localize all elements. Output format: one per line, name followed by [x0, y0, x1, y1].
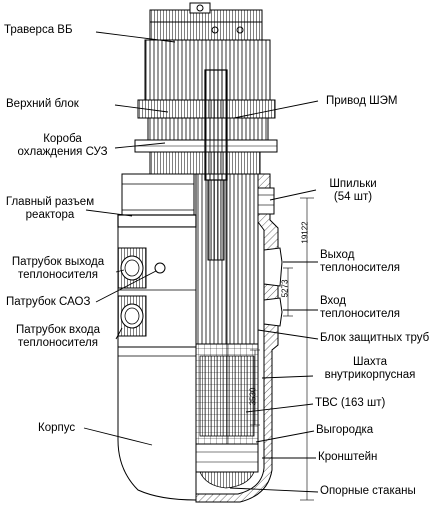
label-outlet-nozzle: Патрубок выхода теплоносителя: [2, 256, 114, 282]
label-outlet-nozzle-line1: Патрубок выхода: [11, 256, 105, 268]
label-main-joint: Главный разъем реактора: [2, 196, 98, 222]
label-inlet-nozzle: Патрубок входа теплоносителя: [2, 324, 114, 350]
label-studs-line2: (54 шт): [333, 191, 373, 203]
vessel-section: [195, 173, 283, 503]
dimension-lines: [250, 197, 314, 501]
vessel-external: [117, 173, 197, 501]
label-shaft: Шахта внутрикорпусная: [310, 356, 430, 382]
label-main-joint-line2: реактора: [25, 209, 75, 221]
label-bracket: Кронштейн: [318, 451, 378, 463]
dimension-19122: 19122: [300, 221, 310, 244]
label-outlet-line1: Выход: [320, 249, 355, 261]
label-upper-block: Верхний блок: [6, 98, 79, 110]
label-vessel: Корпус: [38, 422, 76, 434]
label-fuel: ТВС (163 шт): [315, 397, 386, 409]
label-inlet-line1: Вход: [320, 295, 347, 307]
traverse: [149, 2, 263, 41]
label-inlet-nozzle-line1: Патрубок входа: [15, 324, 100, 336]
label-studs-line1: Шпильки: [329, 178, 377, 190]
label-outlet-line2: теплоносителя: [320, 262, 401, 274]
label-outlet-nozzle-line2: теплоносителя: [17, 269, 98, 281]
dimension-3530: 3530: [248, 387, 258, 406]
label-baffle: Выгородка: [316, 424, 374, 436]
label-outlet: Выход теплоносителя: [320, 249, 400, 275]
label-shaft-line2: внутрикорпусная: [324, 369, 416, 381]
leader-lines: [83, 31, 319, 493]
dimension-5273: 5273: [280, 279, 290, 298]
label-traverse: Траверса ВБ: [4, 24, 73, 36]
label-inlet-nozzle-line2: теплоносителя: [17, 337, 98, 349]
label-support-cups: Опорные стаканы: [320, 485, 416, 497]
label-cooling-boxes-line1: Короба: [43, 133, 82, 145]
label-saoz-nozzle: Патрубок САОЗ: [6, 296, 91, 308]
label-shaft-line1: Шахта: [352, 356, 388, 368]
label-studs: Шпильки (54 шт): [318, 178, 388, 204]
label-inlet-line2: теплоносителя: [320, 308, 401, 320]
label-inlet: Вход теплоносителя: [320, 295, 400, 321]
label-cooling-boxes: Короба охлаждения СУЗ: [5, 133, 120, 159]
label-cooling-boxes-line2: охлаждения СУЗ: [17, 146, 108, 158]
label-drive: Привод ШЭМ: [326, 95, 398, 107]
label-main-joint-line1: Главный разъем: [5, 196, 95, 208]
label-protective-tubes: Блок защитных труб: [320, 332, 430, 344]
